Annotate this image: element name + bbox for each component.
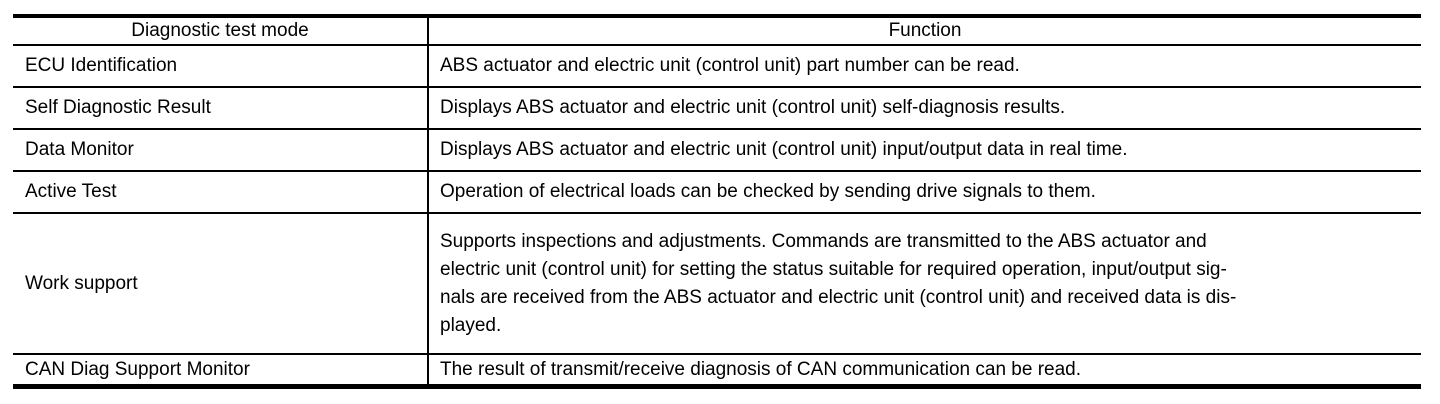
table-row-active-test: Active Test Operation of electrical load… xyxy=(13,170,1421,213)
diagnostic-test-mode-table: Diagnostic test mode Function ECU Identi… xyxy=(13,14,1421,389)
table-row-work-support: Work support Supports inspections and ad… xyxy=(13,212,1421,354)
function-cell: Operation of electrical loads can be che… xyxy=(428,170,1421,213)
mode-cell: Self Diagnostic Result xyxy=(13,86,429,129)
mode-cell: ECU Identification xyxy=(13,44,429,87)
function-cell: Supports inspections and adjustments. Co… xyxy=(428,212,1421,354)
mode-cell: CAN Diag Support Monitor xyxy=(13,353,429,387)
function-cell: ABS actuator and electric unit (control … xyxy=(428,44,1421,87)
table-header-row: Diagnostic test mode Function xyxy=(13,16,1421,45)
table-row-self-diagnostic-result: Self Diagnostic Result Displays ABS actu… xyxy=(13,86,1421,129)
mode-cell: Work support xyxy=(13,212,429,354)
function-cell: The result of transmit/receive diagnosis… xyxy=(428,353,1421,387)
column-header-function: Function xyxy=(888,20,962,41)
table-row-can-diag-support-monitor: CAN Diag Support Monitor The result of t… xyxy=(13,353,1421,387)
column-header-diagnostic-test-mode: Diagnostic test mode xyxy=(13,16,429,45)
table-row-ecu-identification: ECU Identification ABS actuator and elec… xyxy=(13,44,1421,87)
function-cell: Displays ABS actuator and electric unit … xyxy=(428,86,1421,129)
function-cell: Displays ABS actuator and electric unit … xyxy=(428,128,1421,171)
mode-cell: Active Test xyxy=(13,170,429,213)
mode-cell: Data Monitor xyxy=(13,128,429,171)
table-row-data-monitor: Data Monitor Displays ABS actuator and e… xyxy=(13,128,1421,171)
